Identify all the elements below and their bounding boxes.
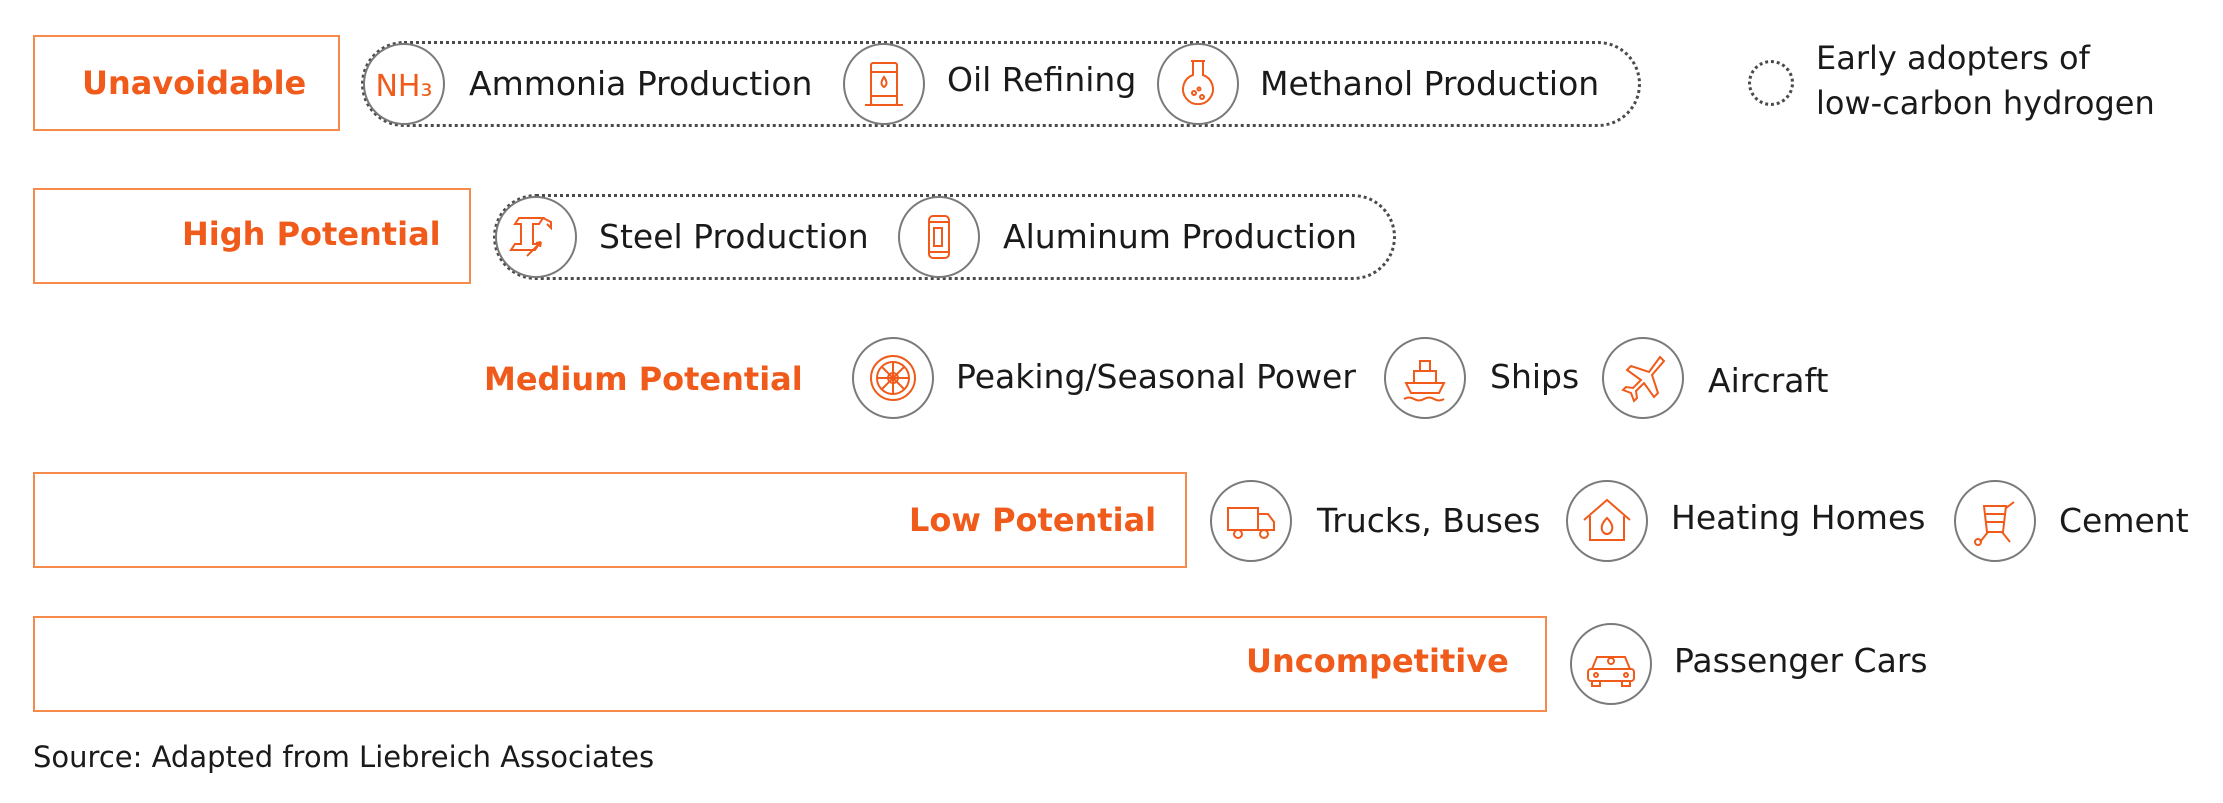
early-adopters-group-2 [493,194,1396,280]
aluminum-can-icon [898,196,980,278]
item-aircraft: Aircraft [1708,361,1829,400]
category-label-medium-potential: Medium Potential [484,360,803,398]
early-adopters-group-1 [361,41,1641,127]
item-aluminum-production: Aluminum Production [1003,217,1358,256]
steel-beam-icon [495,196,577,278]
legend-dotted-circle-icon [1748,60,1794,106]
category-label-low-potential: Low Potential [909,501,1157,539]
category-label-high-potential: High Potential [182,215,441,253]
item-oil-refining: Oil Refining [947,60,1137,99]
oil-barrel-icon [843,43,925,125]
flask-icon [1157,43,1239,125]
source-note: Source: Adapted from Liebreich Associate… [33,740,655,774]
category-box-high-potential [33,188,471,284]
item-heating-homes: Heating Homes [1671,498,1926,537]
item-trucks-buses: Trucks, Buses [1317,501,1541,540]
nh3-icon: NH₃ [363,43,445,125]
category-box-uncompetitive [33,616,1547,712]
truck-icon [1210,480,1292,562]
legend-line-1: Early adopters of [1816,39,2090,77]
turbine-icon [852,337,934,419]
house-flame-icon [1566,480,1648,562]
item-peaking-seasonal-power: Peaking/Seasonal Power [956,357,1356,396]
category-label-unavoidable: Unavoidable [82,64,307,102]
category-label-uncompetitive: Uncompetitive [1246,642,1509,680]
car-icon [1570,623,1652,705]
item-steel-production: Steel Production [599,217,869,256]
airplane-icon [1602,337,1684,419]
legend-line-2: low-carbon hydrogen [1816,84,2155,122]
item-passenger-cars: Passenger Cars [1674,641,1928,680]
category-box-low-potential [33,472,1187,568]
item-cement: Cement [2059,501,2189,540]
category-box-unavoidable [33,35,340,131]
item-ships: Ships [1490,357,1580,396]
ship-icon [1384,337,1466,419]
item-methanol-production: Methanol Production [1260,64,1600,103]
nh3-icon-text: NH₃ [375,69,432,104]
cement-mixer-icon [1954,480,2036,562]
item-ammonia-production: Ammonia Production [469,64,813,103]
